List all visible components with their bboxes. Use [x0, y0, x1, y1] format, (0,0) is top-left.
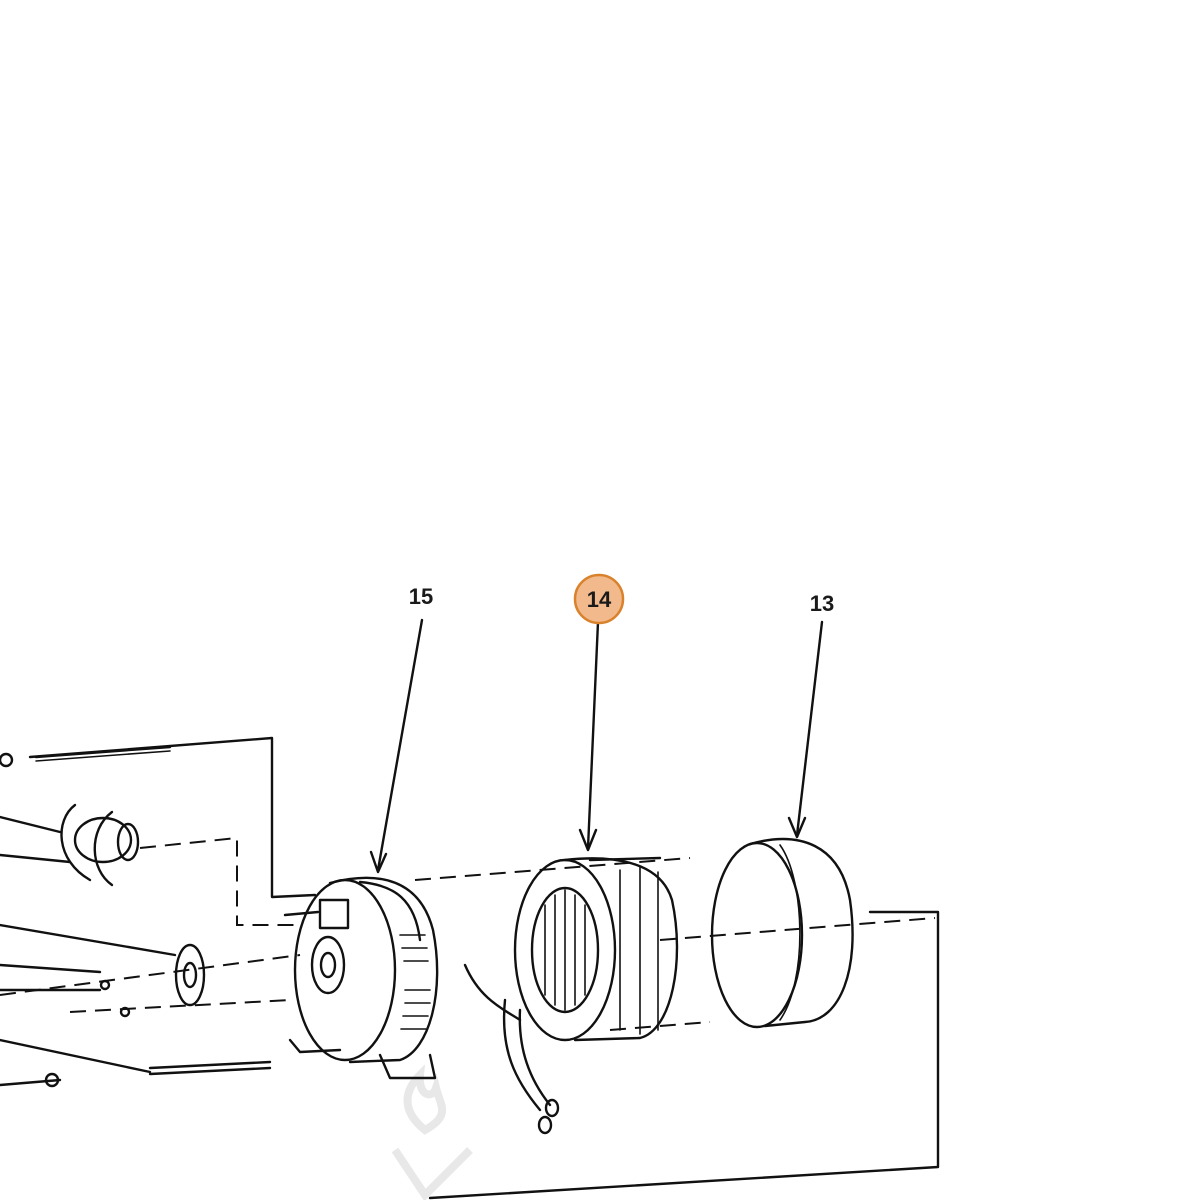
callout-15-label: 15 [409, 584, 433, 609]
assembly-frame-lines [28, 736, 940, 1200]
left-hardware [0, 745, 272, 1088]
arrowhead-15 [369, 850, 388, 874]
arrowhead-14 [578, 828, 598, 852]
centerline-dashes [0, 836, 936, 1031]
callout-14-highlight [573, 573, 625, 625]
leader-line-13 [795, 620, 824, 837]
callout-13[interactable]: 13 [810, 591, 834, 616]
callout-15[interactable]: 15 [409, 584, 433, 609]
housing-vents [399, 934, 431, 1030]
callout-14-label: 14 [587, 587, 612, 612]
end-bracket-housing [283, 876, 439, 1080]
arrowhead-13 [787, 816, 807, 839]
callout-14[interactable]: 14 [573, 573, 625, 625]
leader-line-14 [586, 620, 600, 850]
callout-13-label: 13 [810, 591, 834, 616]
stator-assembly [463, 856, 679, 1135]
leader-lines [369, 618, 824, 874]
stator-lead-wires [463, 963, 560, 1135]
leader-line-15 [376, 618, 424, 872]
stator-slots [544, 865, 659, 1035]
cover-band [710, 837, 854, 1029]
flame-logo-watermark-icon [391, 1064, 473, 1200]
